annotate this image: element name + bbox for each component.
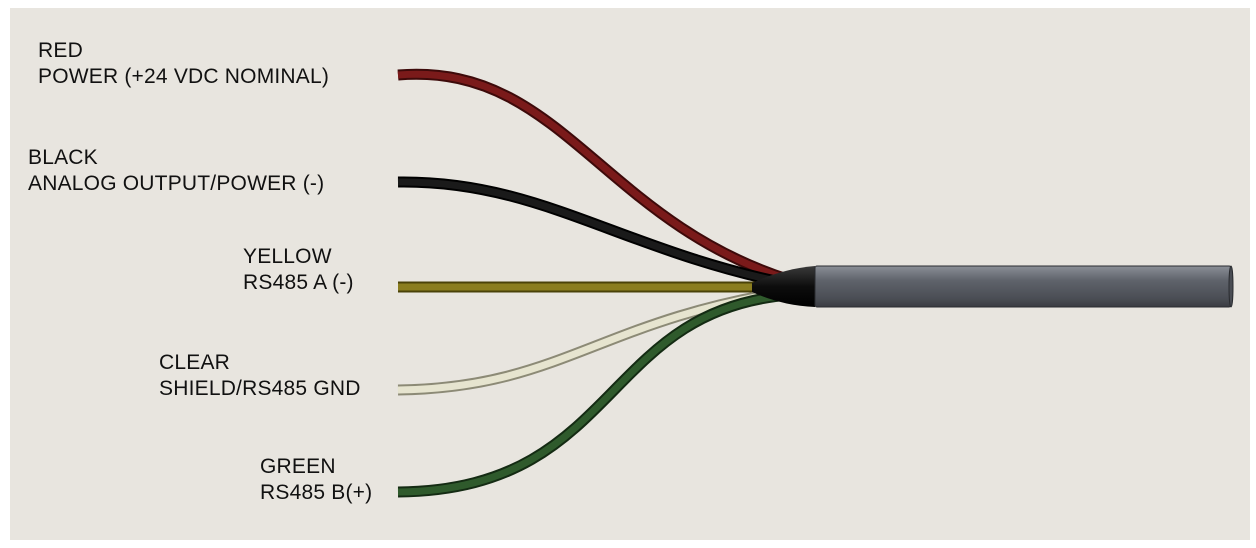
label-clear-function: SHIELD/RS485 GND xyxy=(159,377,361,400)
wire-black xyxy=(397,176,792,290)
label-green-function: RS485 B(+) xyxy=(260,481,373,504)
label-green-color: GREEN xyxy=(260,455,336,478)
label-clear-color: CLEAR xyxy=(159,351,231,374)
cable-jacket xyxy=(814,265,1232,308)
label-yellow-function: RS485 A (-) xyxy=(243,271,354,294)
label-red-function: POWER (+24 VDC NOMINAL) xyxy=(38,65,330,88)
wire-red-conductor xyxy=(397,70,792,284)
label-black-function: ANALOG OUTPUT/POWER (-) xyxy=(28,172,325,195)
cable-boot xyxy=(752,266,815,307)
label-yellow-color: YELLOW xyxy=(243,245,332,268)
label-yellow: YELLOW RS485 A (-) xyxy=(243,244,354,296)
label-black-color: BLACK xyxy=(28,146,98,169)
label-red-color: RED xyxy=(38,39,83,62)
label-green: GREEN RS485 B(+) xyxy=(260,454,372,506)
wire-green-conductor xyxy=(397,291,791,496)
label-clear: CLEAR SHIELD/RS485 GND xyxy=(159,350,361,402)
wire-red xyxy=(397,68,792,286)
wire-black-conductor xyxy=(397,178,791,288)
wire-green xyxy=(397,289,791,498)
label-red: RED POWER (+24 VDC NOMINAL) xyxy=(38,38,329,90)
label-black: BLACK ANALOG OUTPUT/POWER (-) xyxy=(28,145,324,197)
cable-jacket-end xyxy=(1228,265,1234,308)
